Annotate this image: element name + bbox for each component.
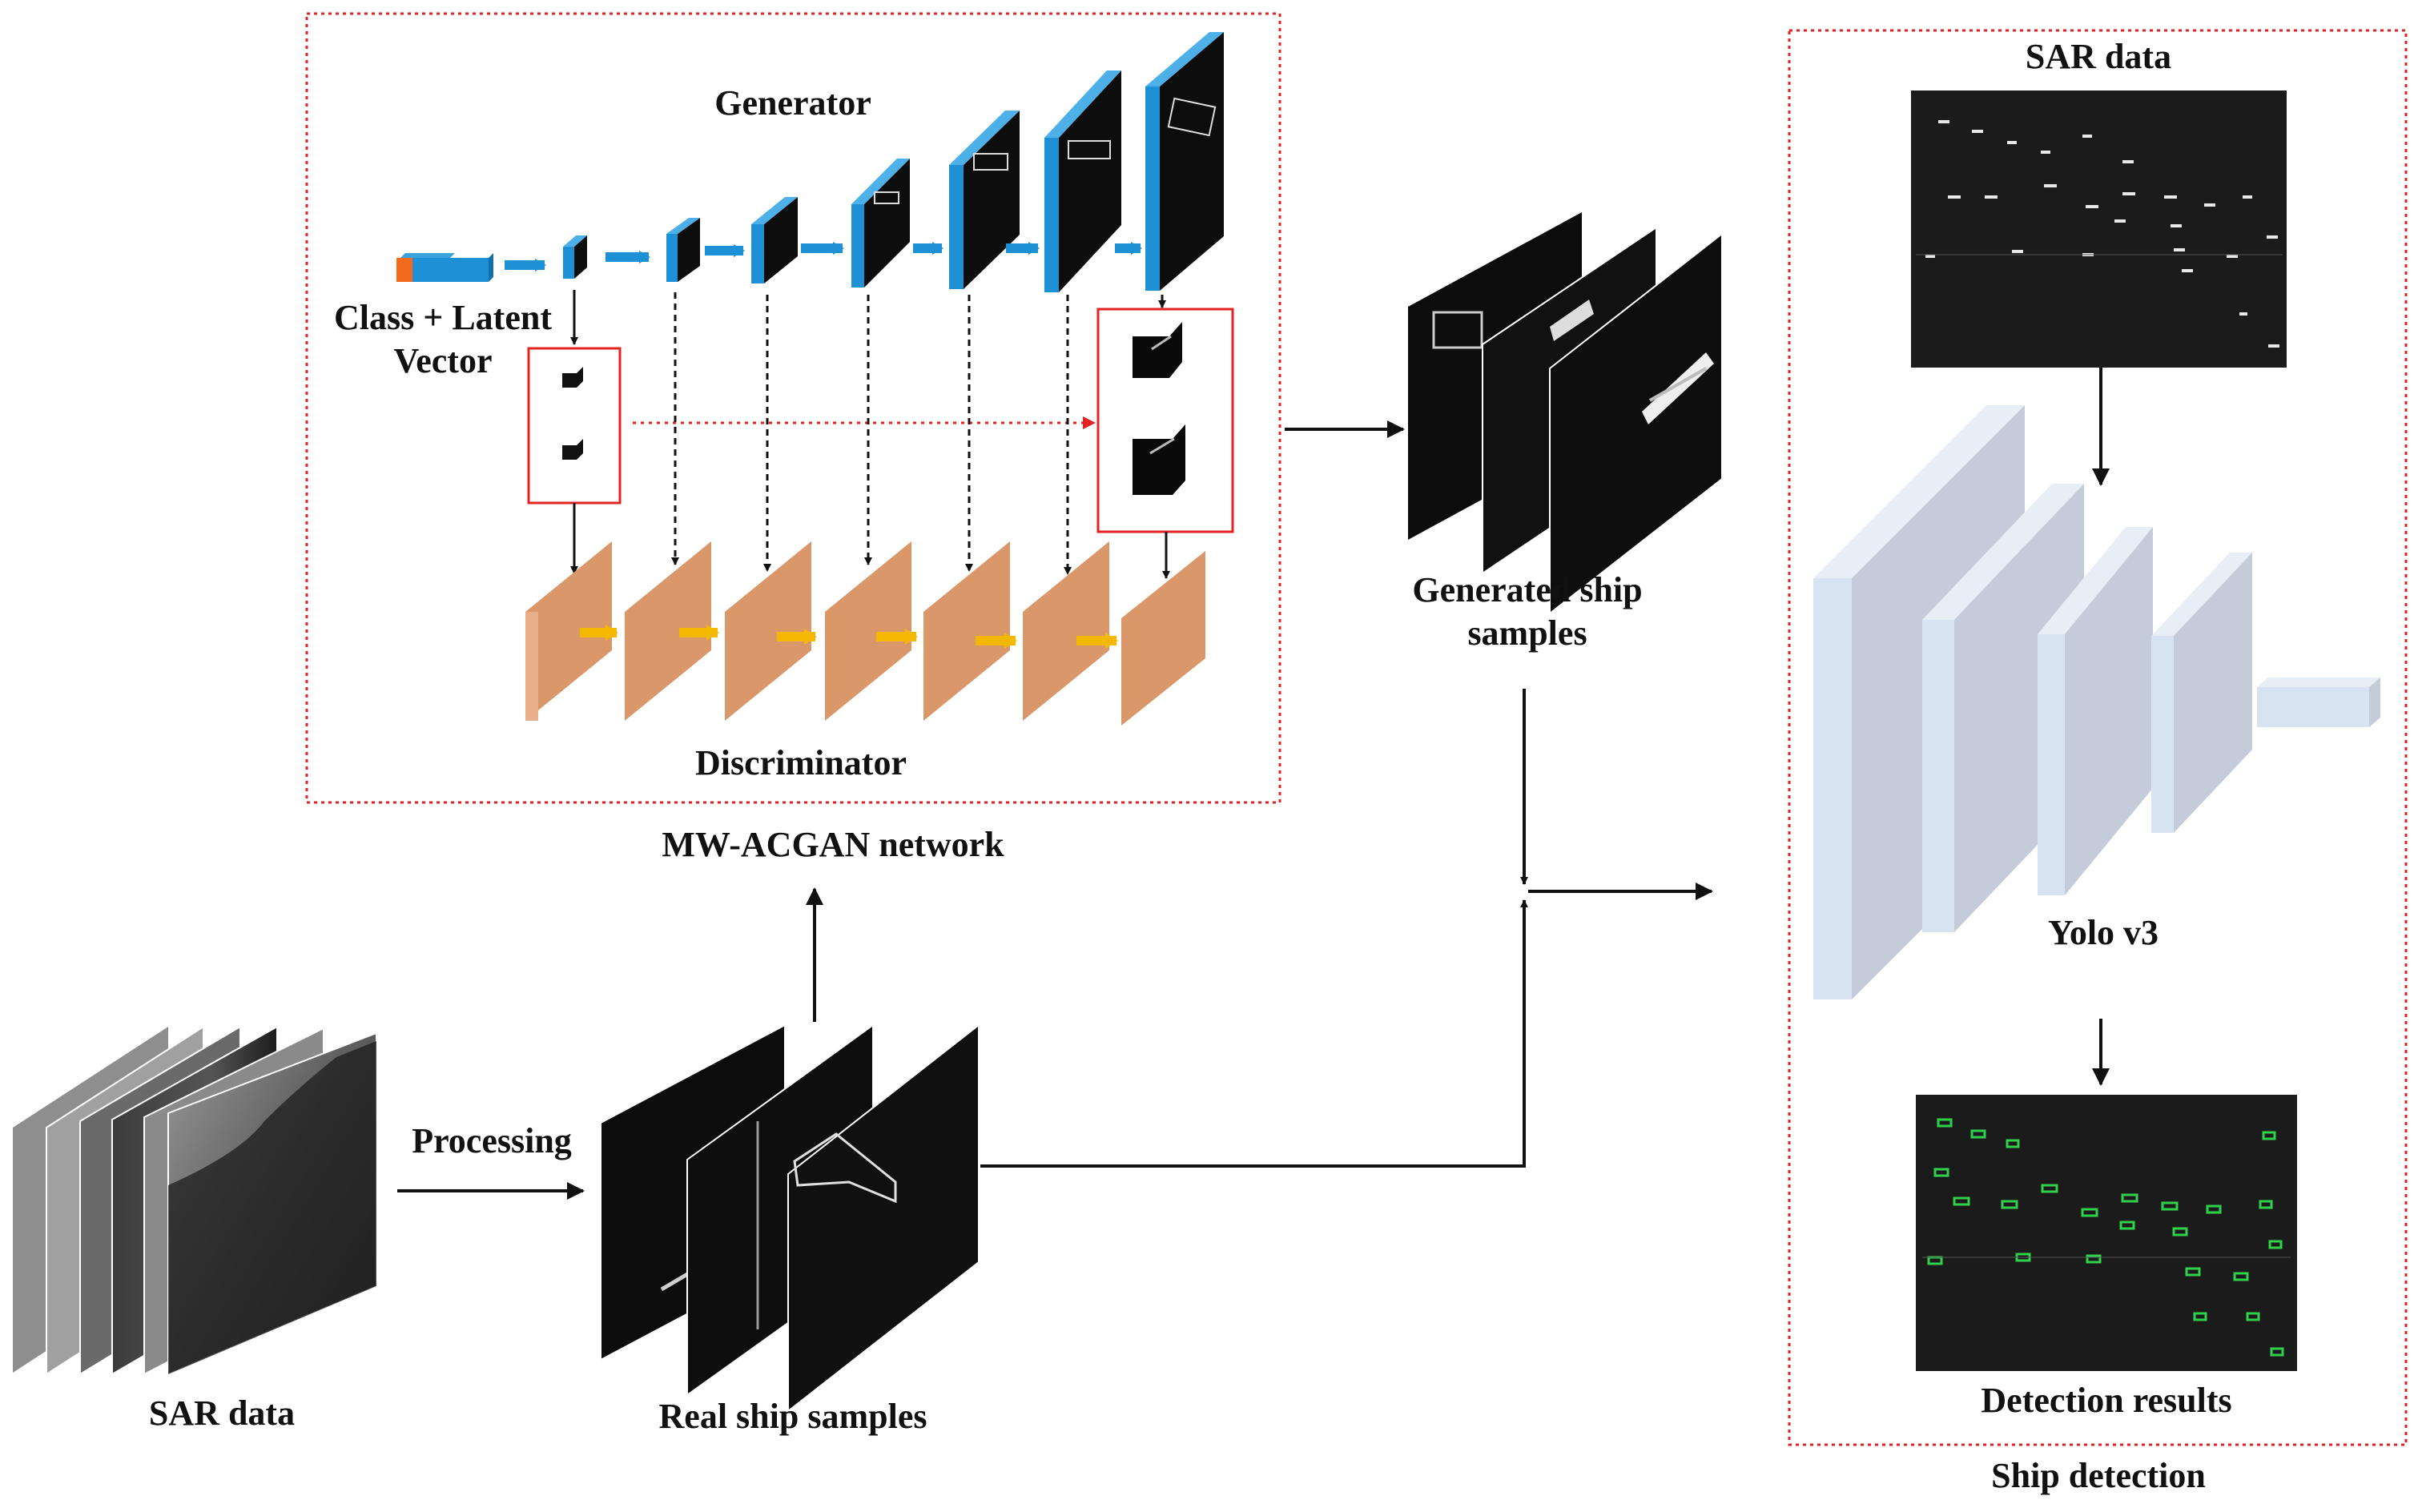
- right-sar-data-image: [1911, 90, 2287, 368]
- class-latent-label: Class + Latent: [334, 298, 552, 337]
- discriminator-block-7: [1121, 551, 1205, 726]
- mwacgan-frame: [305, 12, 1281, 804]
- processing-label: Processing: [412, 1121, 572, 1160]
- generated-samples-label-2: samples: [1467, 613, 1587, 653]
- detection-results-label: Detection results: [1981, 1381, 2232, 1420]
- discriminator-blocks: [525, 541, 1205, 726]
- generator-block-5: [949, 111, 1020, 289]
- generated-samples-label-1: Generated ship: [1412, 570, 1643, 609]
- merge-arrows: [980, 689, 1713, 1168]
- discriminator-block-6: [1023, 541, 1109, 721]
- mwacgan-label: MW-ACGAN network: [662, 825, 1004, 864]
- vector-label: Vector: [393, 341, 493, 380]
- real-ship-samples-images: [600, 1023, 980, 1413]
- real-samples-box: [527, 347, 622, 505]
- yolo-block-5: [2257, 678, 2380, 727]
- real-ship-samples-label: Real ship samples: [658, 1397, 927, 1436]
- left-sar-data-images: [13, 1025, 377, 1376]
- discriminator-block-4: [825, 541, 911, 721]
- detection-results-image: [1916, 1095, 2297, 1371]
- generator-block-7: [1145, 32, 1224, 291]
- generator-block-4: [851, 159, 910, 288]
- discriminator-label: Discriminator: [695, 743, 907, 782]
- generated-ship-samples-images: [1408, 212, 1723, 616]
- generator-blocks: [563, 32, 1224, 292]
- ship-detection-frame: [1788, 29, 2408, 1446]
- yolo-block-3: [2038, 527, 2153, 895]
- yolo-block-4: [2151, 553, 2252, 833]
- yolo-blocks: [1813, 405, 2380, 999]
- generator-block-3: [751, 197, 798, 284]
- discriminator-block-1: [525, 541, 612, 721]
- generator-label: Generator: [714, 83, 871, 123]
- generator-block-6: [1044, 70, 1121, 292]
- ship-detection-label: Ship detection: [1991, 1456, 2206, 1495]
- left-sar-data-label: SAR data: [148, 1393, 296, 1433]
- generator-arrows: [505, 242, 1142, 271]
- generator-to-discriminator-arrows: [570, 290, 1170, 579]
- discriminator-block-3: [725, 541, 811, 721]
- yolo-label: Yolo v3: [2047, 913, 2159, 952]
- small-sample-cubes: [562, 367, 583, 460]
- generator-block-2: [666, 218, 700, 282]
- right-sar-data-label: SAR data: [2025, 37, 2172, 76]
- class-latent-vector: [396, 253, 493, 282]
- generator-block-1: [563, 235, 587, 279]
- discriminator-block-2: [625, 541, 711, 721]
- generated-sample-cubes: [1133, 322, 1185, 495]
- discriminator-block-5: [923, 541, 1010, 721]
- discriminator-arrows: [580, 625, 1118, 649]
